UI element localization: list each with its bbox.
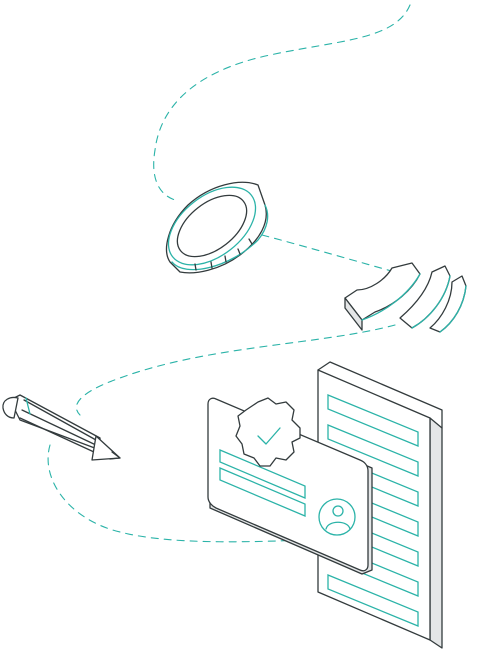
- wifi-signal-icon: [344, 262, 467, 333]
- dashed-path-top: [153, 4, 411, 201]
- dashed-path-pencil-card: [47, 444, 306, 543]
- coin-icon: [166, 181, 269, 274]
- pencil-icon: [2, 394, 121, 461]
- gear-check-icon: [235, 397, 301, 467]
- dashed-path-coin-signal: [261, 234, 396, 273]
- dashed-path-signal-pencil: [75, 324, 396, 416]
